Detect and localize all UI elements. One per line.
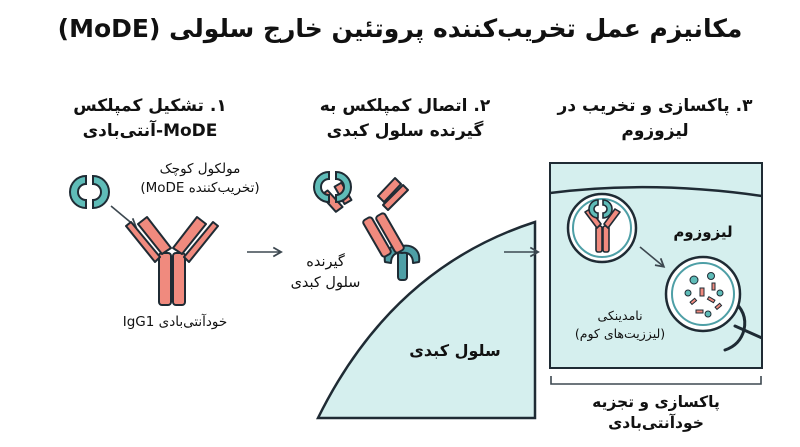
step-2-line-2: گیرنده سلول کبدی (326, 121, 484, 141)
fusion-arrow (639, 246, 666, 268)
receptor-label-line-2: سلول کبدی (290, 275, 361, 291)
step-1-line-1: ۱. تشکیل کمپلکس (73, 96, 227, 116)
lysosome-label: لیزوزوم (673, 223, 733, 241)
lysosome-icon (664, 255, 742, 333)
receptor-label: گیرنده سلول کبدی (278, 252, 373, 294)
receptor-label-line-1: گیرنده (306, 254, 345, 270)
antibody-igg-icon (125, 216, 219, 306)
igg-label: خودآنتی‌بادی IgG1 (122, 314, 228, 330)
step-2-heading: ۲. اتصال کمپلکس به گیرنده سلول کبدی (290, 94, 520, 144)
small-molecule-label-line-2: (تخریب‌کننده MoDE) (140, 180, 260, 196)
panel-3-frame (549, 162, 763, 369)
small-molecule-label: مولکول کوچک (تخریب‌کننده MoDE) (125, 160, 275, 198)
step-3-line-1: ۳. پاکسازی و تخریب در (557, 96, 753, 116)
bottom-caption: پاکسازی و تجزیه خودآنتی‌بادی (592, 393, 720, 432)
liver-cell-label: سلول کبدی (409, 341, 501, 360)
step-3-line-2: لیزوزوم (621, 121, 689, 141)
step-3-heading: ۳. پاکسازی و تخریب در لیزوزوم (540, 94, 770, 144)
bound-antibody-icon (319, 177, 409, 258)
small-molecule-icon (69, 174, 110, 210)
fragments-label-line-1: نامدینکی (597, 308, 643, 323)
fragments-label-line-2: (لیززیت‌های کوم) (574, 326, 666, 341)
step-1-line-2: MoDE-آنتی‌بادی (82, 121, 218, 141)
step-1-heading: ۱. تشکیل کمپلکس MoDE-آنتی‌بادی (40, 94, 260, 144)
bound-molecule-icon (313, 170, 352, 204)
endosome-icon (566, 192, 638, 264)
bottom-bracket (550, 376, 762, 385)
small-molecule-label-line-1: مولکول کوچک (159, 161, 241, 177)
fragments-label: نامدینکی (لیززیت‌های کوم) (560, 307, 680, 343)
liver-cell-shape (315, 220, 537, 420)
page-title: مکانیزم عمل تخریب‌کننده پروتئین خارج سلو… (57, 14, 743, 43)
step-2-line-1: ۲. اتصال کمپلکس به (319, 96, 491, 116)
